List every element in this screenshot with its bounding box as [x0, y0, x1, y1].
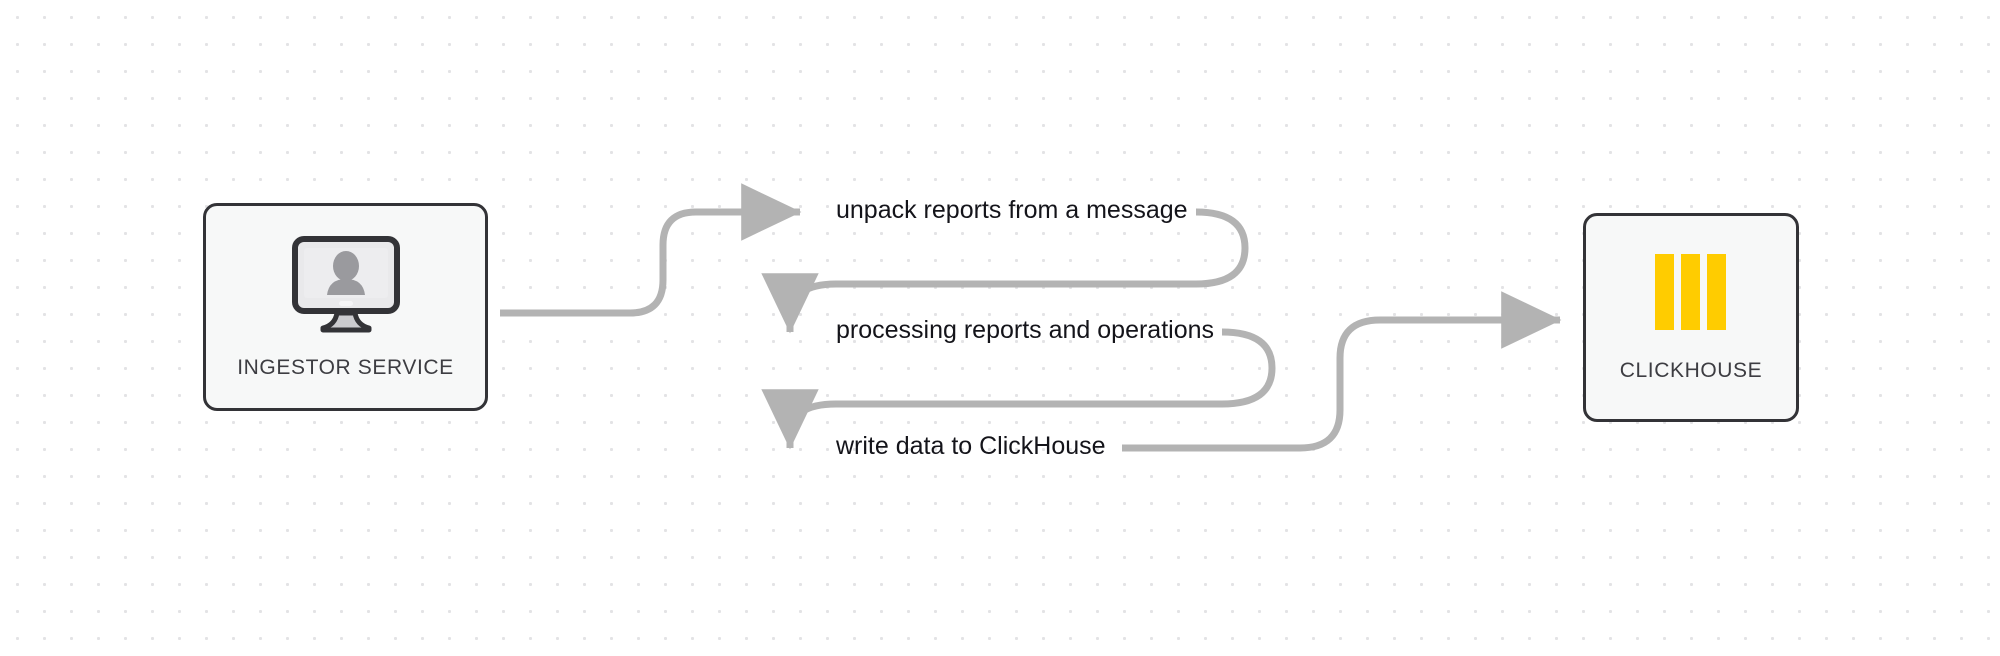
connector-ingestor-to-unpack — [500, 183, 802, 317]
node-clickhouse-label: CLICKHOUSE — [1619, 359, 1763, 382]
edge-label-processing: processing reports and operations — [836, 316, 1215, 344]
connector-processing-loop-to-write — [761, 328, 1276, 450]
edge-label-unpack: unpack reports from a message — [836, 196, 1188, 224]
connector-unpack-loop-to-processing — [761, 208, 1249, 334]
node-ingestor-service[interactable]: INGESTOR SERVICE — [203, 203, 488, 411]
node-clickhouse[interactable]: CLICKHOUSE — [1583, 213, 1799, 422]
clickhouse-bars-icon — [1641, 252, 1741, 337]
node-ingestor-label: INGESTOR SERVICE — [237, 355, 454, 379]
monitor-user-icon — [287, 235, 405, 338]
edge-label-write: write data to ClickHouse — [836, 432, 1106, 460]
connector-write-to-clickhouse — [1122, 291, 1562, 452]
